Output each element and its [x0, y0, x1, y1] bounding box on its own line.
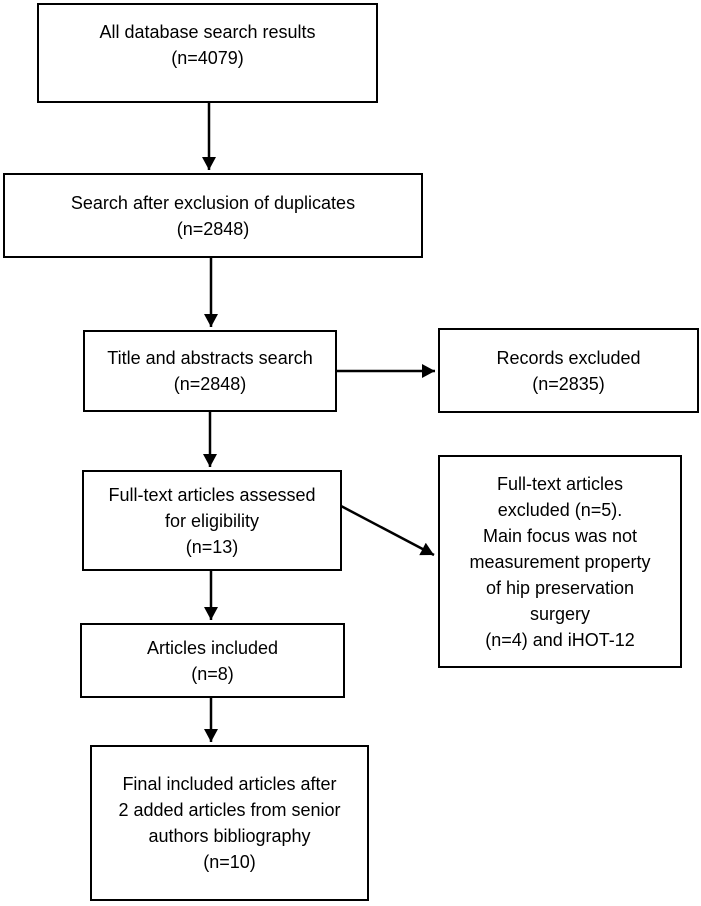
flow-node-text: Articles included (n=8) [146, 637, 279, 684]
flow-node-text: Full-text articles assessed for eligibil… [108, 484, 316, 557]
flow-node-text: Records excluded (n=2835) [496, 347, 641, 394]
flow-node-fulltext-excluded: Full-text articles excluded (n=5). Main … [438, 455, 682, 668]
arrow-fulltext-to-fulltext-excluded [340, 504, 435, 557]
flow-node-text: Search after exclusion of duplicates (n=… [70, 192, 356, 239]
flow-node-text: Title and abstracts search (n=2848) [107, 348, 313, 394]
flow-node-fulltext-assessed: Full-text articles assessed for eligibil… [82, 470, 342, 571]
flow-node-text: Final included articles after 2 added ar… [118, 774, 341, 872]
flow-node-text: All database search results (n=4079) [99, 22, 316, 68]
flow-node-after-duplicate-exclusion: Search after exclusion of duplicates (n=… [3, 173, 423, 258]
flow-node-title-abstract-search: Title and abstracts search (n=2848) [83, 330, 337, 412]
flow-node-articles-included: Articles included (n=8) [80, 623, 345, 698]
flow-node-all-database-results: All database search results (n=4079) [37, 3, 378, 103]
flow-node-records-excluded: Records excluded (n=2835) [438, 328, 699, 413]
flow-node-text: Full-text articles excluded (n=5). Main … [469, 473, 651, 650]
flow-node-final-included: Final included articles after 2 added ar… [90, 745, 369, 901]
